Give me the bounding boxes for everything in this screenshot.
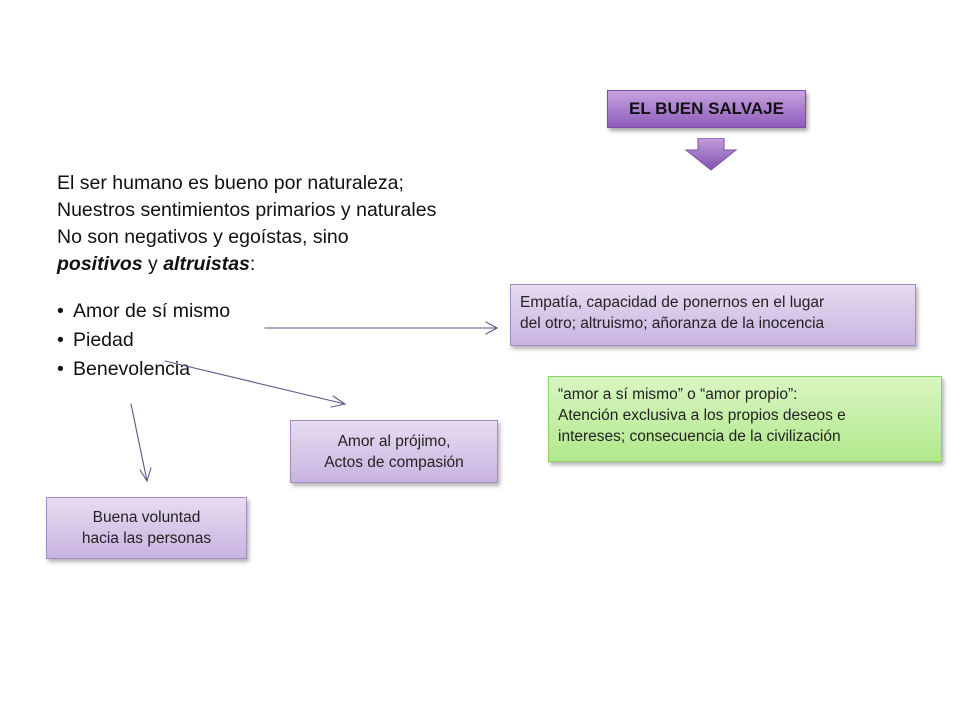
down-arrow-icon	[684, 138, 738, 171]
amor-propio-line-1: “amor a sí mismo” o “amor propio”:	[558, 386, 798, 403]
statement-line-3: No son negativos y egoístas, sino	[57, 226, 349, 248]
buena-line-1: Buena voluntad	[92, 509, 201, 526]
main-text: El ser humano es bueno por naturaleza; N…	[57, 170, 507, 384]
amor-propio-line-2: Atención exclusiva a los propios deseos …	[558, 407, 846, 424]
empatia-line-2: del otro; altruismo; añoranza de la inoc…	[520, 315, 825, 332]
buena-line-2: hacia las personas	[81, 530, 212, 547]
statement-line-4: positivos y altruistas:	[57, 251, 507, 278]
arrow-piedad-to-projimo	[164, 360, 347, 408]
projimo-line-2: Actos de compasión	[324, 453, 464, 471]
projimo-box: Amor al prójimo, Actos de compasión	[290, 420, 498, 483]
title-text: EL BUEN SALVAJE	[629, 99, 784, 118]
projimo-line-1: Amor al prójimo,	[337, 432, 451, 450]
empatia-box: Empatía, capacidad de ponernos en el lug…	[510, 284, 916, 346]
title-box: EL BUEN SALVAJE	[607, 90, 806, 128]
bullet-benevolencia: Benevolencia	[57, 355, 507, 384]
empatia-line-1: Empatía, capacidad de ponernos en el lug…	[520, 294, 825, 311]
emphasis-altruistas: altruistas	[163, 253, 250, 275]
bullet-amor-de-si: Amor de sí mismo	[57, 297, 507, 326]
bullet-piedad: Piedad	[57, 326, 507, 355]
conjunction: y	[142, 253, 164, 275]
statement-line-2: Nuestros sentimientos primarios y natura…	[57, 199, 437, 221]
arrow-amor-to-empatia	[264, 321, 499, 335]
amor-propio-line-3: intereses; consecuencia de la civilizaci…	[558, 428, 841, 445]
amor-propio-box: “amor a sí mismo” o “amor propio”: Atenc…	[548, 376, 942, 462]
buena-voluntad-box: Buena voluntad hacia las personas	[46, 497, 247, 559]
bullet-list: Amor de sí mismo Piedad Benevolencia	[57, 297, 507, 384]
arrow-benevolencia-to-buena	[130, 403, 152, 483]
colon: :	[249, 253, 256, 275]
statement-line-1: El ser humano es bueno por naturaleza;	[57, 172, 404, 194]
emphasis-positivos: positivos	[57, 253, 143, 275]
